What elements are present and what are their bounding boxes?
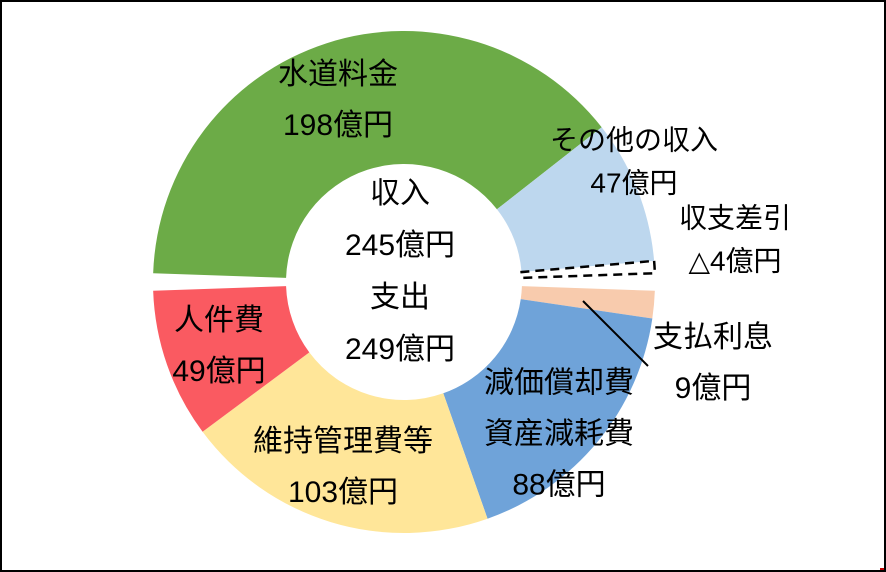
label-water-revenue: 水道料金 198億円 bbox=[278, 49, 398, 151]
label-personnel-name: 人件費 bbox=[174, 304, 264, 337]
label-balance-deficit: 収支差引 △4億円 bbox=[679, 197, 791, 284]
slice-personnel bbox=[153, 286, 310, 432]
center-expense-value: 249億円 bbox=[344, 332, 456, 366]
slice-balance-deficit bbox=[520, 259, 657, 280]
label-interest-paid: 支払利息 9億円 bbox=[653, 312, 773, 414]
label-maintenance-value: 103億円 bbox=[287, 476, 399, 509]
slice-depreciation bbox=[443, 299, 653, 519]
slice-other-revenue bbox=[496, 127, 655, 273]
label-interest-paid-name: 支払利息 bbox=[653, 321, 773, 354]
label-personnel: 人件費 49億円 bbox=[172, 295, 265, 397]
label-water-revenue-name: 水道料金 bbox=[278, 58, 398, 91]
label-other-revenue: その他の収入 47億円 bbox=[550, 119, 718, 206]
label-depreciation-name1: 減価償却費 bbox=[484, 366, 634, 400]
donut-slices bbox=[153, 31, 657, 533]
slice-interest-paid bbox=[520, 286, 655, 319]
label-balance-deficit-value: △4億円 bbox=[688, 246, 782, 277]
label-maintenance-name: 維持管理費等 bbox=[253, 425, 433, 458]
label-depreciation: 減価償却費 資産減耗費 88億円 bbox=[484, 358, 634, 511]
label-other-revenue-name: その他の収入 bbox=[549, 124, 719, 156]
label-depreciation-value: 88億円 bbox=[512, 468, 606, 502]
slice-water-revenue bbox=[153, 31, 602, 278]
label-depreciation-name2: 資産減耗費 bbox=[484, 417, 634, 451]
label-interest-paid-value: 9億円 bbox=[674, 372, 752, 405]
label-personnel-value: 49億円 bbox=[172, 355, 266, 388]
interest-leader-line bbox=[582, 300, 649, 367]
slice-maintenance bbox=[202, 352, 488, 533]
corner-red-mark bbox=[880, 568, 884, 570]
label-maintenance: 維持管理費等 103億円 bbox=[253, 416, 433, 518]
center-income-label: 収入 bbox=[370, 177, 430, 211]
center-totals: 収入 245億円 支出 249億円 bbox=[345, 168, 455, 376]
label-balance-deficit-name: 収支差引 bbox=[678, 202, 792, 234]
label-water-revenue-value: 198億円 bbox=[282, 109, 394, 142]
center-expense-label: 支出 bbox=[370, 281, 430, 314]
center-income-value: 245億円 bbox=[344, 229, 456, 263]
label-other-revenue-value: 47億円 bbox=[590, 168, 678, 199]
